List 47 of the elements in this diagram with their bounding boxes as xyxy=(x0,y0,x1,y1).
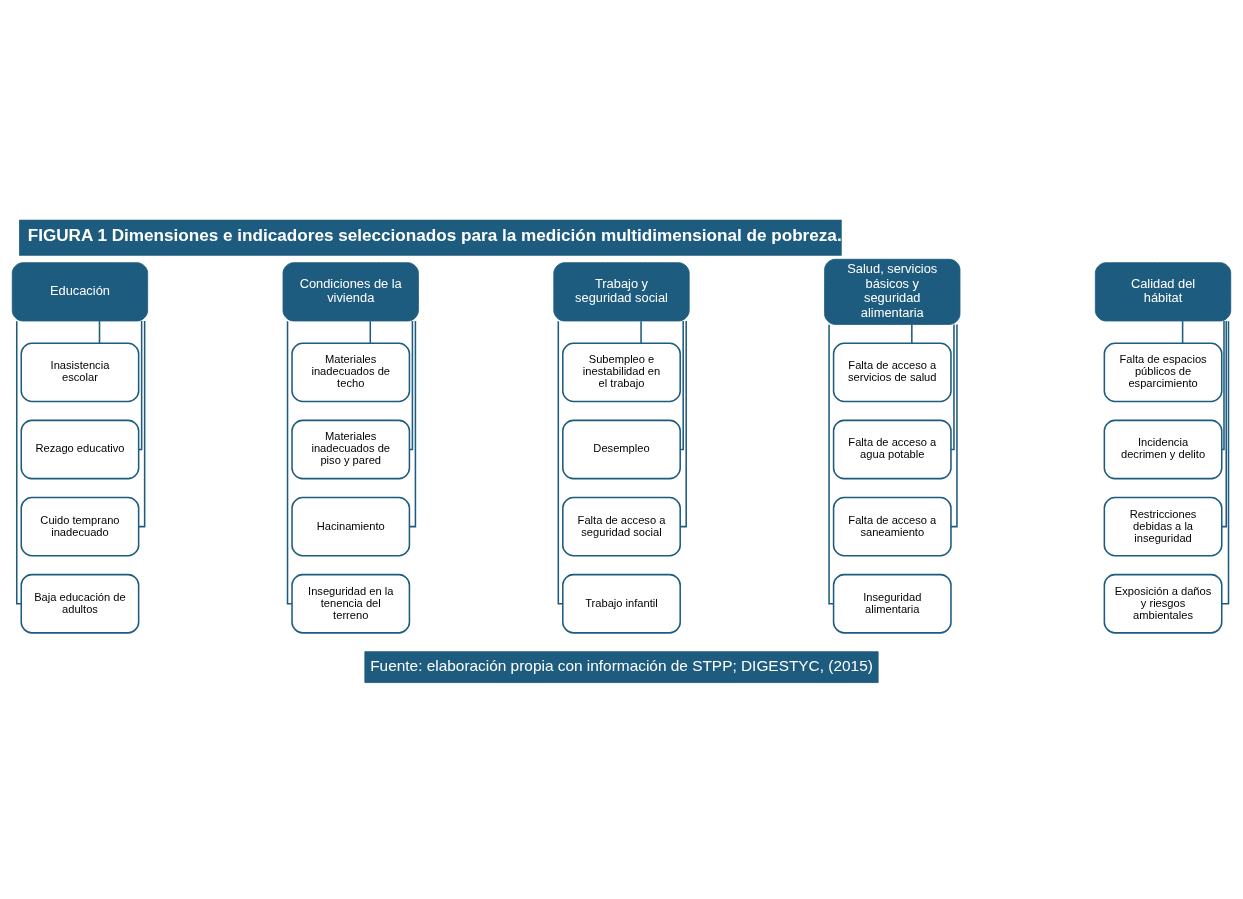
connector xyxy=(1181,320,1184,344)
connector xyxy=(1221,320,1230,605)
node-box: Educación xyxy=(11,262,149,322)
connector xyxy=(16,320,22,605)
node-box: Hacinamiento xyxy=(291,496,411,557)
node-box: Subempleo e inestabilidad en el trabajo xyxy=(562,342,681,403)
connector xyxy=(640,320,642,344)
connector xyxy=(679,320,687,528)
connector xyxy=(137,320,143,451)
node-box: Trabajo infantil xyxy=(562,573,681,634)
node-box: Falta de espacios públicos de esparcimiento xyxy=(1103,342,1223,403)
node-box: Exposición a daños y riesgos ambientales xyxy=(1103,573,1223,634)
connector xyxy=(911,323,913,344)
diagram-title: FIGURA 1 Dimensiones e indicadores seleccionados para la medición multidimensional de pobreza. xyxy=(27,225,842,246)
connector xyxy=(286,320,293,605)
connector xyxy=(1221,320,1225,451)
node-box: Falta de acceso a servicios de salud xyxy=(832,342,952,403)
connector xyxy=(408,320,417,528)
node-box: Inseguridad en la tenencia del terreno xyxy=(291,573,411,634)
node-box: Trabajo y seguridad social xyxy=(553,262,690,322)
node-box: Cuido temprano inadecuado xyxy=(20,496,140,557)
connector xyxy=(369,320,372,344)
node-box: Materiales inadecuados de piso y pared xyxy=(291,419,411,480)
node-box: Rezago educativo xyxy=(20,419,140,480)
node-box: Falta de acceso a saneamiento xyxy=(832,496,952,557)
node-box: Inseguridad alimentaria xyxy=(832,573,952,634)
node-box: Calidad del hábitat xyxy=(1094,262,1232,322)
connector xyxy=(950,323,955,451)
connector xyxy=(679,320,684,451)
node-box: Falta de acceso a agua potable xyxy=(832,419,952,480)
connector xyxy=(950,323,958,528)
node-box: Inasistencia escolar xyxy=(20,342,140,403)
node-box: Incidencia decrimen y delito xyxy=(1103,419,1223,480)
node-box: Condiciones de la vivienda xyxy=(282,262,419,322)
connector xyxy=(408,320,414,451)
connector xyxy=(828,323,834,605)
connector xyxy=(557,320,564,605)
connector xyxy=(98,320,101,344)
caption: Fuente: elaboración propia con información de STPP; DIGESTYC, (2015) xyxy=(370,656,873,674)
connector xyxy=(137,320,146,528)
node-box: Materiales inadecuados de techo xyxy=(291,342,411,403)
node-box: Baja educación de adultos xyxy=(20,573,140,634)
node-box: Salud, servicios básicos y seguridad alimentaria xyxy=(824,258,961,325)
node-box: Falta de acceso a seguridad social xyxy=(562,496,681,557)
node-box: Restricciones debidas a la inseguridad xyxy=(1103,496,1223,557)
node-box: Desempleo xyxy=(562,419,681,480)
connector xyxy=(1221,320,1227,528)
